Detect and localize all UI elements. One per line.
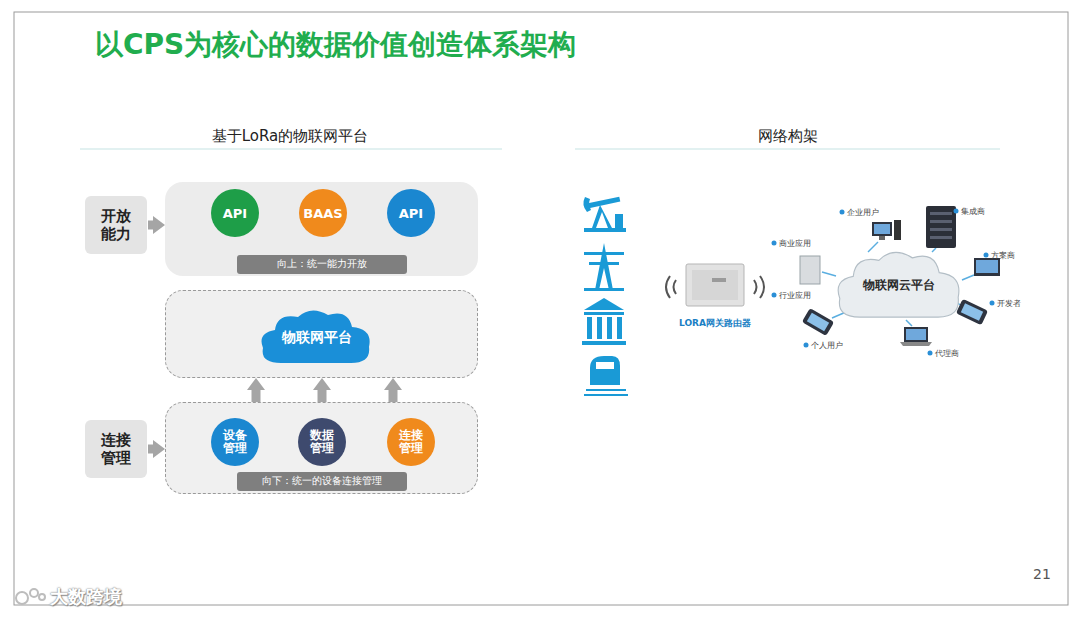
device-label: 商业应用 bbox=[779, 238, 811, 249]
device-label: 开发者 bbox=[997, 298, 1021, 309]
section-heading: 网络构架 bbox=[758, 127, 818, 146]
device-label: 方案商 bbox=[991, 250, 1015, 261]
bank-icon bbox=[582, 298, 626, 345]
device-label: 企业用户 bbox=[847, 207, 879, 218]
page-number: 21 bbox=[1033, 566, 1051, 582]
device-label: 代理商 bbox=[935, 348, 959, 359]
cloud-link bbox=[822, 242, 974, 326]
api-circle: API bbox=[387, 189, 435, 237]
lora-router-icon bbox=[666, 264, 764, 306]
platform-panel: 物联网平台 bbox=[165, 290, 478, 378]
gateway-router: LORA网关路由器 bbox=[670, 262, 760, 334]
function-circle: 数据管理 bbox=[298, 418, 346, 466]
node-label: 物联网平台 bbox=[282, 329, 352, 347]
function-circle: 连接管理 bbox=[387, 418, 435, 466]
node-label: 连接管理 bbox=[399, 429, 423, 455]
panel-caption: 向下：统一的设备连接管理 bbox=[237, 472, 407, 491]
device-label: 个人用户 bbox=[811, 340, 843, 351]
slide-title: 以CPS为核心的数据价值创造体系架构 bbox=[95, 26, 576, 64]
block-arrow bbox=[318, 388, 327, 402]
node-label: API bbox=[399, 206, 423, 221]
watermark-logo bbox=[16, 589, 45, 604]
block-arrow bbox=[148, 221, 155, 230]
slide-frame bbox=[14, 12, 1068, 605]
panel-caption: 向上：统一能力开放 bbox=[237, 255, 407, 274]
function-circle: 设备管理 bbox=[211, 418, 259, 466]
block-arrow bbox=[389, 388, 398, 402]
node-label: 物联网云平台 bbox=[863, 277, 935, 294]
node-label: 连接管理 bbox=[100, 431, 132, 467]
block-arrow bbox=[252, 388, 261, 402]
api-circle: API bbox=[211, 189, 259, 237]
power-tower-icon bbox=[584, 243, 624, 291]
device-label: 集成商 bbox=[961, 206, 985, 217]
heading-rule bbox=[575, 148, 1000, 149]
node-label: 设备管理 bbox=[223, 429, 247, 455]
section-heading: 基于LoRa的物联网平台 bbox=[212, 127, 369, 146]
oil-pump-icon bbox=[583, 197, 626, 232]
block-arrow bbox=[148, 445, 155, 454]
cloud-platform: 物联网云平台 bbox=[832, 248, 966, 322]
node-label: 数据管理 bbox=[310, 429, 334, 455]
label-dot bbox=[772, 209, 995, 356]
device-label: 行业应用 bbox=[779, 290, 811, 301]
connection-box: 连接管理 bbox=[85, 420, 147, 478]
baas-circle: BAAS bbox=[299, 189, 347, 237]
node-label: LORA网关路由器 bbox=[679, 317, 751, 330]
capability-panel: 向上：统一能力开放 API BAAS API bbox=[165, 182, 478, 276]
node-label: API bbox=[223, 206, 247, 221]
heading-rule bbox=[80, 148, 502, 149]
train-icon bbox=[584, 356, 628, 395]
node-label: 开放能力 bbox=[100, 207, 132, 243]
node-label: BAAS bbox=[303, 206, 342, 221]
management-panel: 向下：统一的设备连接管理 设备管理 数据管理 连接管理 bbox=[165, 402, 478, 494]
watermark: 大数跨境 bbox=[50, 585, 122, 609]
device-icons bbox=[800, 206, 1000, 346]
capability-box: 开放能力 bbox=[85, 196, 147, 254]
